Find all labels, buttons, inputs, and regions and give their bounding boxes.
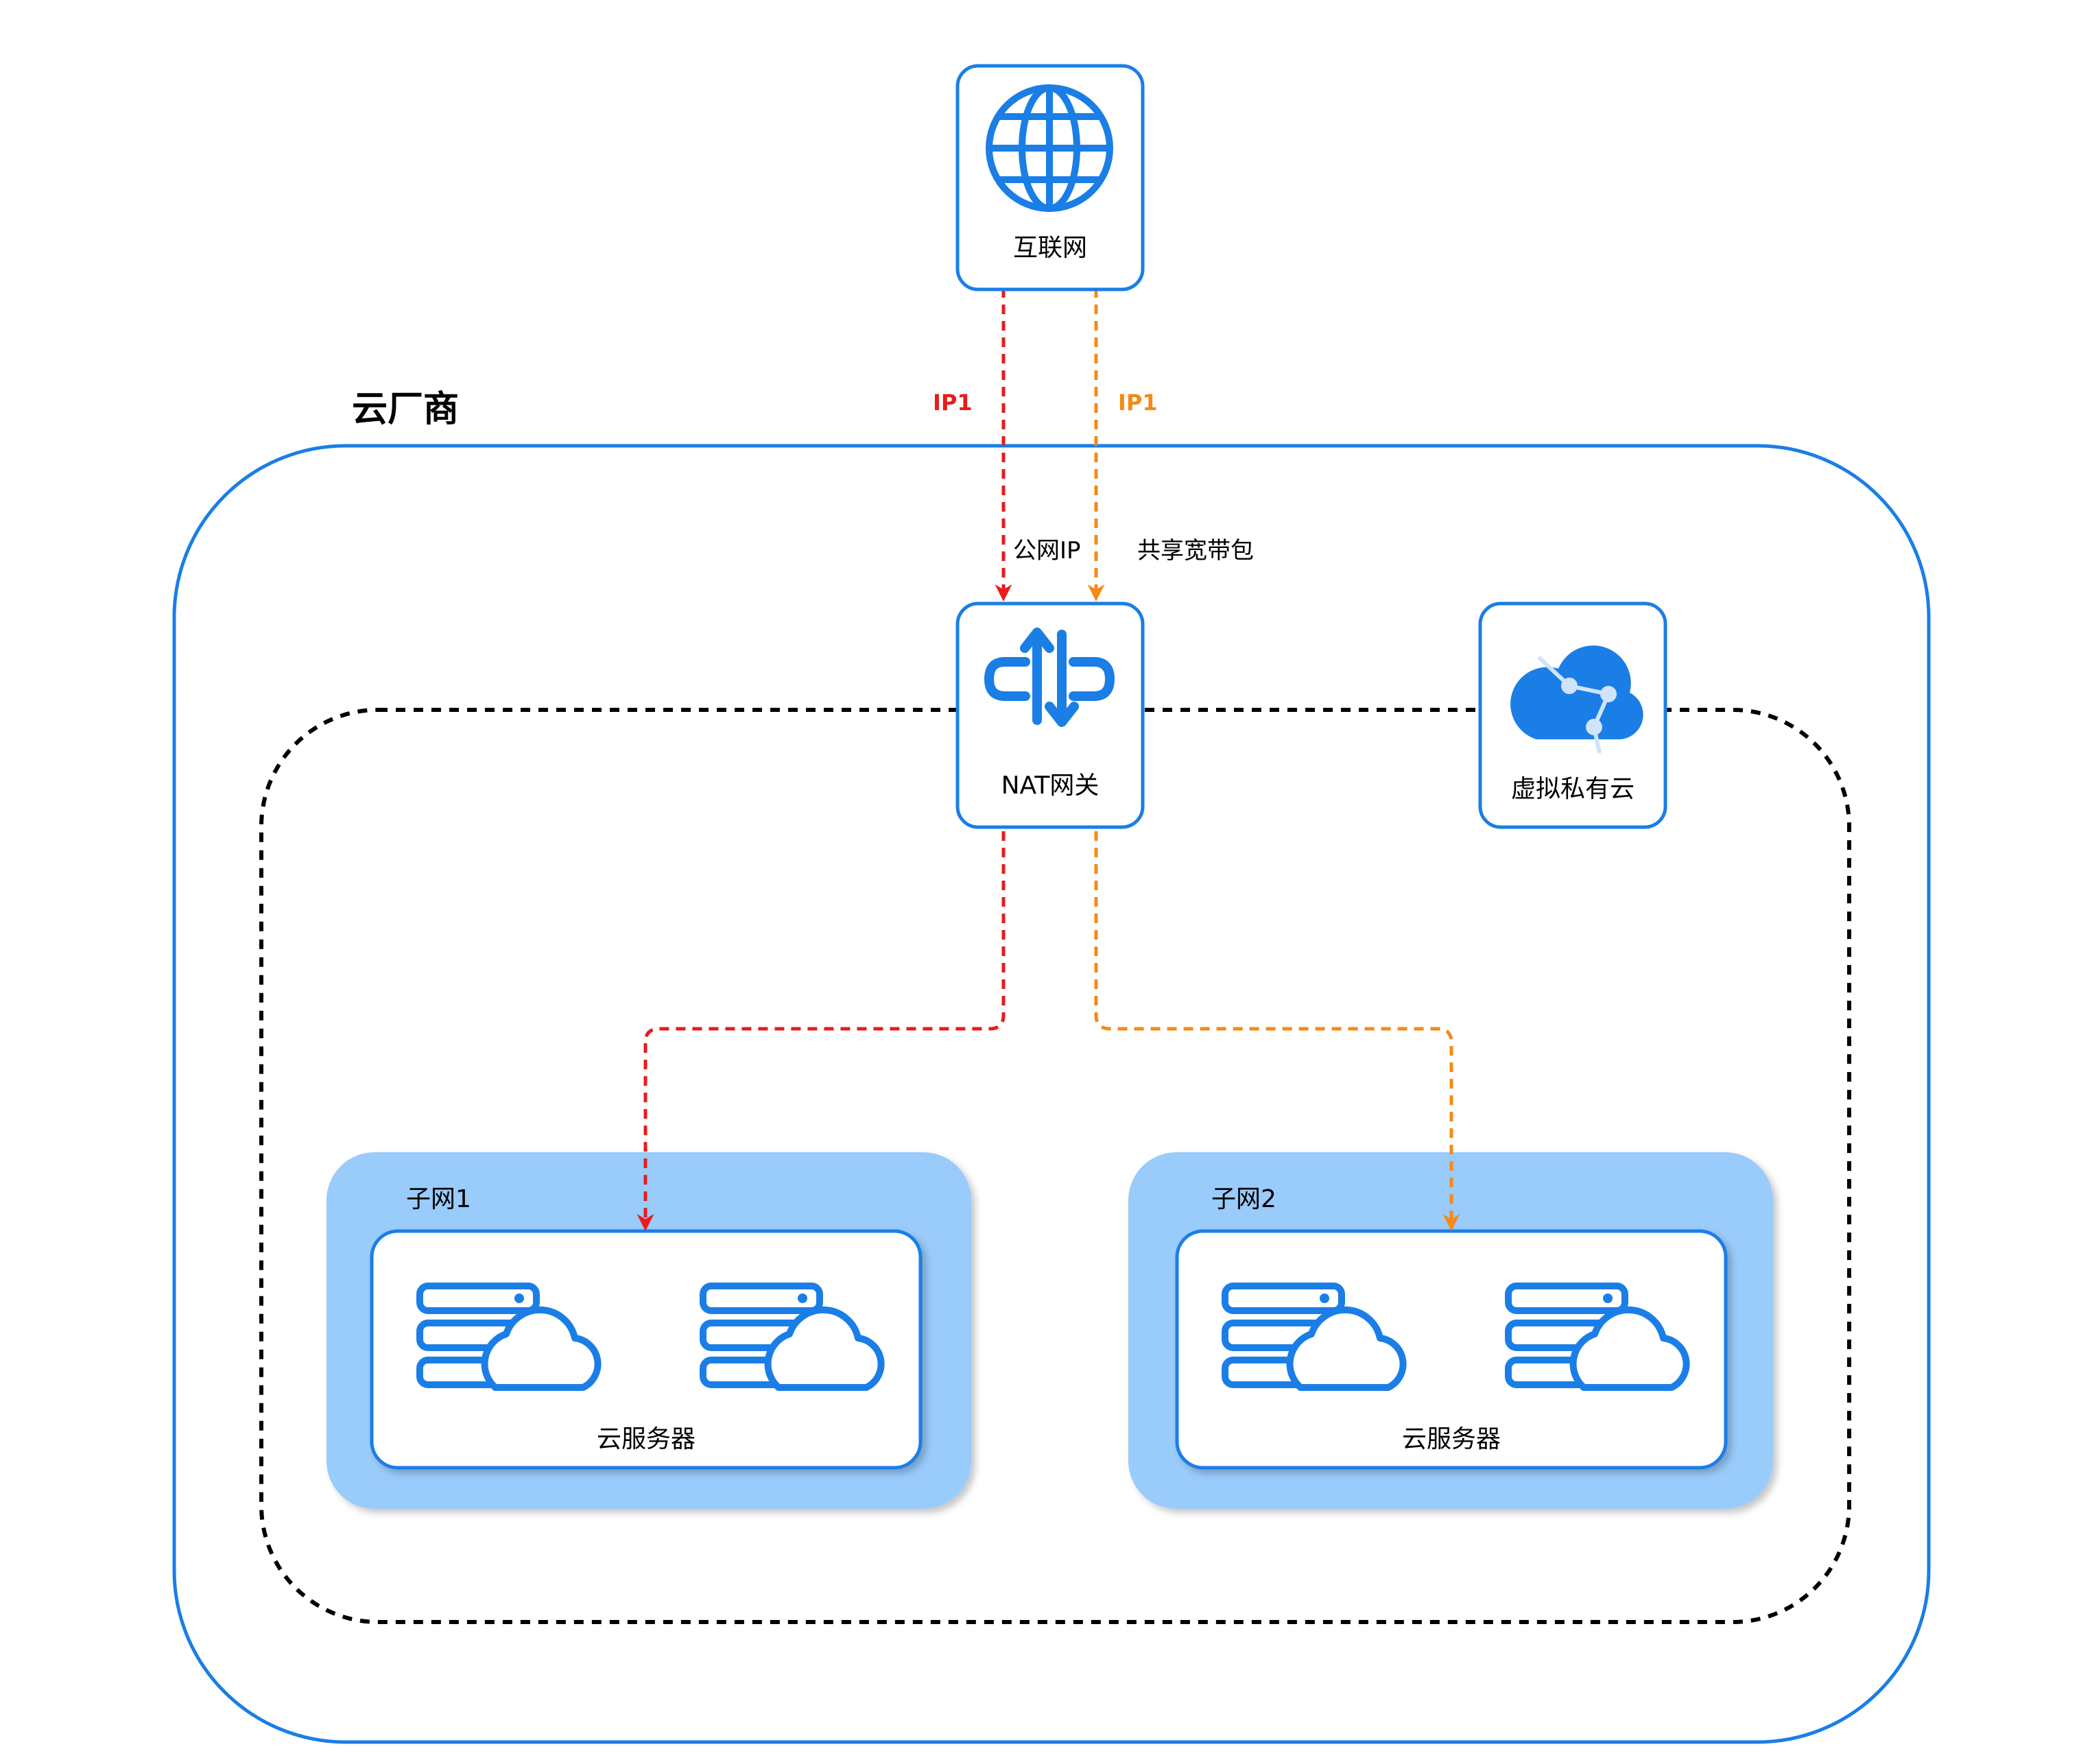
subnet-2-servers-label: 云服务器	[1402, 1425, 1501, 1453]
red-flow-nat-to-subnet-1	[637, 831, 1006, 1231]
internet-node[interactable]: 互联网	[955, 64, 1145, 291]
subnet-1-label: 子网1	[406, 1185, 471, 1213]
internet-label: 互联网	[1013, 234, 1087, 262]
vpc-label: 虚拟私有云	[1511, 775, 1635, 803]
subnet-2: 子网2 云服务器	[1128, 1152, 1773, 1509]
subnet-1-servers-label: 云服务器	[597, 1425, 696, 1453]
vpc-node[interactable]: 虚拟私有云	[1478, 601, 1667, 829]
nat-gateway-node[interactable]: NAT网关	[955, 601, 1145, 829]
public-ip-label: 公网IP	[1013, 537, 1081, 564]
orange-flow-ip-label: IP1	[1118, 390, 1158, 416]
cloud-provider-boundary	[172, 444, 1931, 1744]
orange-flow-nat-to-subnet-2	[1094, 831, 1460, 1231]
vpc-cloud-icon	[1510, 645, 1643, 754]
nat-gateway-label: NAT网关	[1001, 772, 1100, 800]
nat-gateway-icon	[984, 628, 1115, 727]
shared-bandwidth-label: 共享宽带包	[1137, 537, 1254, 564]
globe-icon	[986, 84, 1113, 212]
cloud-provider-label: 云厂商	[352, 389, 459, 430]
subnet-1: 子网1 云服务器	[326, 1152, 971, 1509]
vpc-boundary	[259, 708, 1851, 1624]
red-flow-ip-label: IP1	[933, 390, 973, 416]
subnet-2-label: 子网2	[1211, 1185, 1276, 1213]
